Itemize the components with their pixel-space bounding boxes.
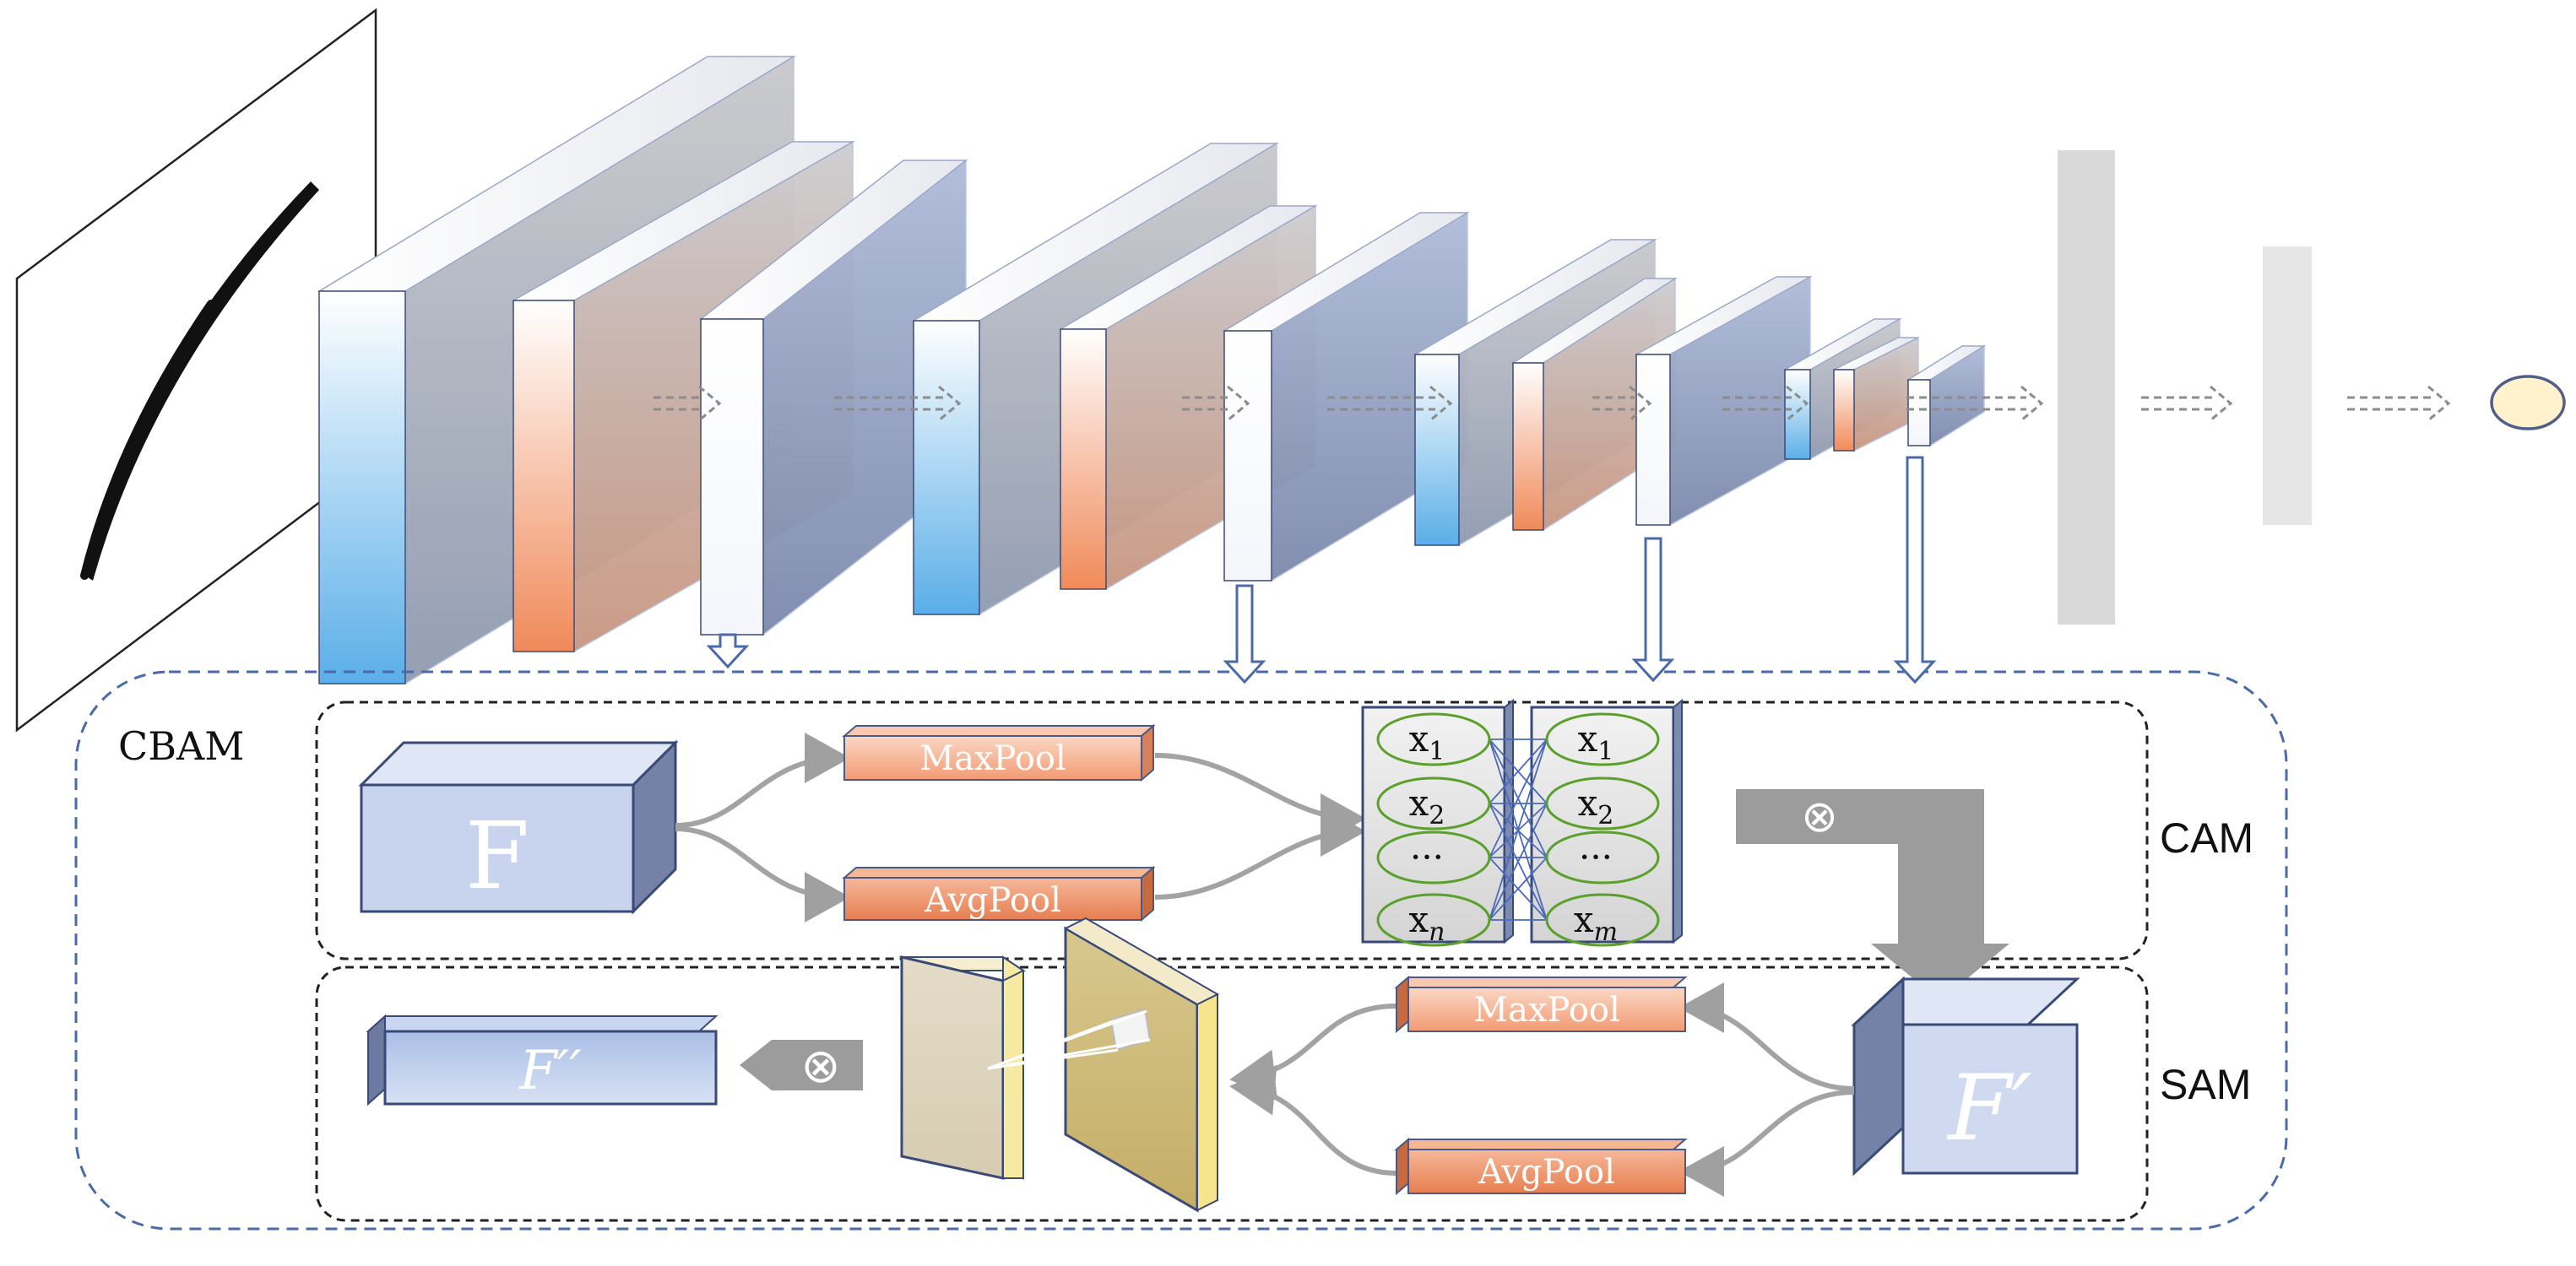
dashed-forward-arrow xyxy=(1327,385,1453,422)
mlp-edge xyxy=(1489,738,1548,858)
feature-f-prime-label: F′ xyxy=(1946,1056,2031,1161)
dashed-forward-arrow xyxy=(1182,385,1250,422)
sam-avgpool-label: AvgPool xyxy=(1478,1153,1615,1192)
connector-fprime-maxpool xyxy=(1678,982,1855,1091)
feature-f-double-prime-label: F′′ xyxy=(518,1040,582,1102)
mlp-edge xyxy=(1489,857,1548,921)
connector-maxpool-mlp xyxy=(1154,753,1366,844)
connector-f-avgpool xyxy=(675,826,850,922)
cam-maxpool: MaxPool xyxy=(842,723,1156,782)
mlp-output-node-label: x2 xyxy=(1578,782,1614,830)
mlp-output-node: x2 xyxy=(1545,776,1660,830)
connector-avgpool-map xyxy=(1229,1064,1397,1176)
down-hollow-arrow xyxy=(1223,584,1266,684)
cam-multiply-icon: ⊗ xyxy=(1801,793,1838,841)
connector-fprime-avgpool xyxy=(1678,1090,1855,1197)
spatial-map-front xyxy=(898,955,1027,1180)
spatial-map-back xyxy=(1063,917,1220,1213)
mlp-input-node: x1 xyxy=(1376,712,1491,766)
connector-avgpool-mlp xyxy=(1154,806,1366,900)
down-hollow-arrow xyxy=(1893,456,1937,684)
down-hollow-arrow xyxy=(706,633,750,669)
connector-f-maxpool xyxy=(675,733,850,828)
cnn-backbone xyxy=(317,55,1987,685)
feature-f-label: F xyxy=(465,802,529,910)
connector-maxpool-map xyxy=(1229,1004,1397,1101)
down-arrows xyxy=(706,456,1937,684)
mlp-edge xyxy=(1489,738,1548,804)
mlp-connections xyxy=(1489,738,1548,921)
mlp-edge xyxy=(1489,803,1548,921)
fc-layer-1 xyxy=(2058,150,2115,625)
feature-f-prime-cube: F′ xyxy=(1851,976,2080,1177)
dashed-forward-arrow xyxy=(1722,385,1809,422)
cam-maxpool-label: MaxPool xyxy=(919,739,1066,778)
cbam-label: CBAM xyxy=(118,723,244,769)
dashed-forward-arrow xyxy=(834,385,962,422)
conv-block3-c xyxy=(1634,275,1813,527)
down-hollow-arrow xyxy=(1631,537,1675,683)
cbam-container xyxy=(74,670,2288,1231)
sam-multiply-icon: ⊗ xyxy=(801,1039,841,1092)
cam-label: CAM xyxy=(2160,814,2253,862)
mlp-input-node-label: x1 xyxy=(1409,718,1445,766)
cam-avgpool: AvgPool xyxy=(842,865,1156,922)
fc-layer-2 xyxy=(2263,246,2312,525)
dashed-forward-arrow xyxy=(1906,385,2044,422)
mlp-input-node-label: ··· xyxy=(1410,836,1444,878)
dashed-forward-arrow xyxy=(653,385,722,422)
dashed-forward-arrow xyxy=(2141,385,2233,422)
feature-f-cube: F xyxy=(358,739,679,915)
mlp-output-node-label: ··· xyxy=(1579,836,1613,878)
cam-avgpool-label: AvgPool xyxy=(924,881,1061,920)
dashed-forward-arrow xyxy=(1592,385,1652,422)
mlp-input-node: x2 xyxy=(1376,776,1491,830)
mlp-output-node: ··· xyxy=(1545,830,1660,885)
kernel-projection xyxy=(987,1008,1152,1070)
feature-f-double-prime: F′′ xyxy=(366,1014,719,1106)
sam-multiply-arrow xyxy=(740,1040,863,1090)
cam-box xyxy=(315,701,2149,960)
sam-maxpool: MaxPool xyxy=(1394,975,1688,1034)
sam-maxpool-label: MaxPool xyxy=(1473,991,1620,1030)
dashed-forward-arrow xyxy=(2347,385,2451,422)
mlp-output-column xyxy=(1530,698,1683,944)
sam-box xyxy=(315,966,2149,1222)
mlp-edge xyxy=(1489,738,1548,921)
forward-arrows xyxy=(653,385,2451,422)
cam-to-sam-arrow xyxy=(1736,789,2009,1001)
conv-block3-b xyxy=(1510,277,1678,532)
mlp-input-node: ··· xyxy=(1376,830,1491,885)
sam-label: SAM xyxy=(2160,1061,2251,1108)
output-node xyxy=(2490,375,2566,430)
sam-avgpool: AvgPool xyxy=(1394,1137,1688,1196)
conv-block4-b xyxy=(1833,336,1919,452)
conv-block4-c xyxy=(1906,344,1987,447)
